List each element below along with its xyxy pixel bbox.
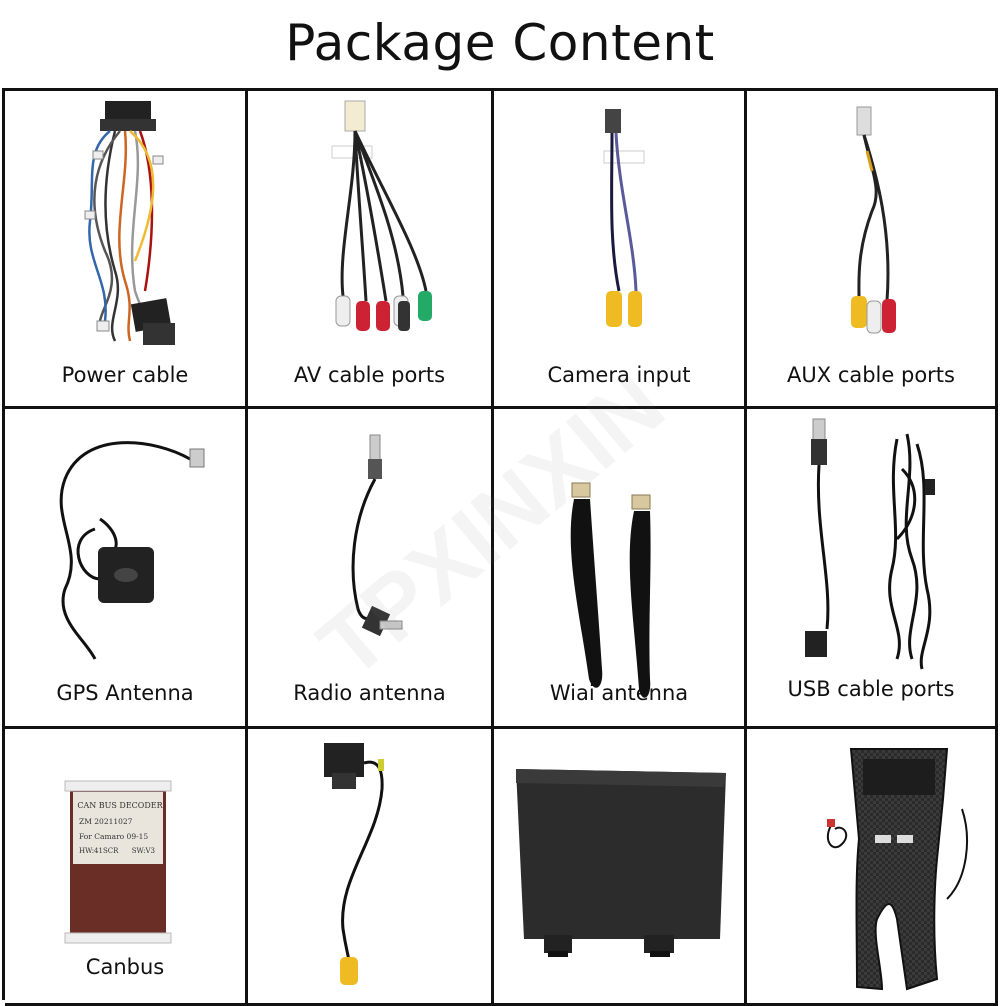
aux-cable-icon (851, 106, 896, 334)
item-power-cable: Power cable (5, 91, 248, 409)
gps-antenna-icon (59, 441, 205, 660)
wifi-antenna-icon (570, 482, 651, 698)
item-av-cable: AV cable ports (248, 91, 494, 409)
item-camera-adapter-cable (248, 729, 494, 1006)
canbus-decoder-icon (64, 780, 172, 944)
item-aux-cable: AUX cable ports (747, 91, 998, 409)
canbus-label-line4: HW:41SCR SW:V3 (79, 847, 155, 855)
item-radio-antenna: Radio antenna (248, 409, 494, 729)
camera-adapter-cable-icon (324, 743, 384, 985)
item-label: USB cable ports (787, 677, 955, 701)
item-label: GPS Antenna (56, 681, 194, 705)
mounting-panel-icon (516, 769, 726, 957)
item-label: AV cable ports (293, 363, 446, 387)
canbus-label-line1: CAN BUS DECODER (77, 801, 163, 810)
canbus-label-line2: ZM 20211027 (79, 817, 133, 826)
av-rca-cable-icon (331, 100, 432, 331)
item-label: Radio antenna (293, 681, 446, 705)
item-canbus: CAN BUS DECODER ZM 20211027 For Camaro 0… (5, 729, 248, 1006)
item-label: Power cable (61, 363, 189, 387)
item-label: AUX cable ports (787, 363, 955, 387)
power-cable-harness-icon (84, 101, 175, 345)
item-wifi-antenna: Wiai antenna (494, 409, 747, 729)
radio-antenna-icon (351, 434, 403, 637)
item-mounting-panel (494, 729, 747, 1006)
page-title: Package Content (285, 14, 715, 72)
usb-cable-icon (805, 418, 935, 670)
item-label: Canbus (85, 955, 165, 979)
canbus-label-line3: For Camaro 09-15 (79, 832, 149, 841)
item-dash-frame (747, 729, 998, 1006)
item-camera-input: Camera input (494, 91, 747, 409)
item-gps-antenna: GPS Antenna (5, 409, 248, 729)
item-usb-cable: USB cable ports (747, 409, 998, 729)
item-label: Camera input (547, 363, 691, 387)
item-label: Wiai antenna (549, 681, 689, 705)
package-grid: Power cable AV cable ports (2, 88, 998, 1006)
dash-frame-icon (826, 748, 968, 991)
camera-input-cable-icon (603, 109, 645, 327)
